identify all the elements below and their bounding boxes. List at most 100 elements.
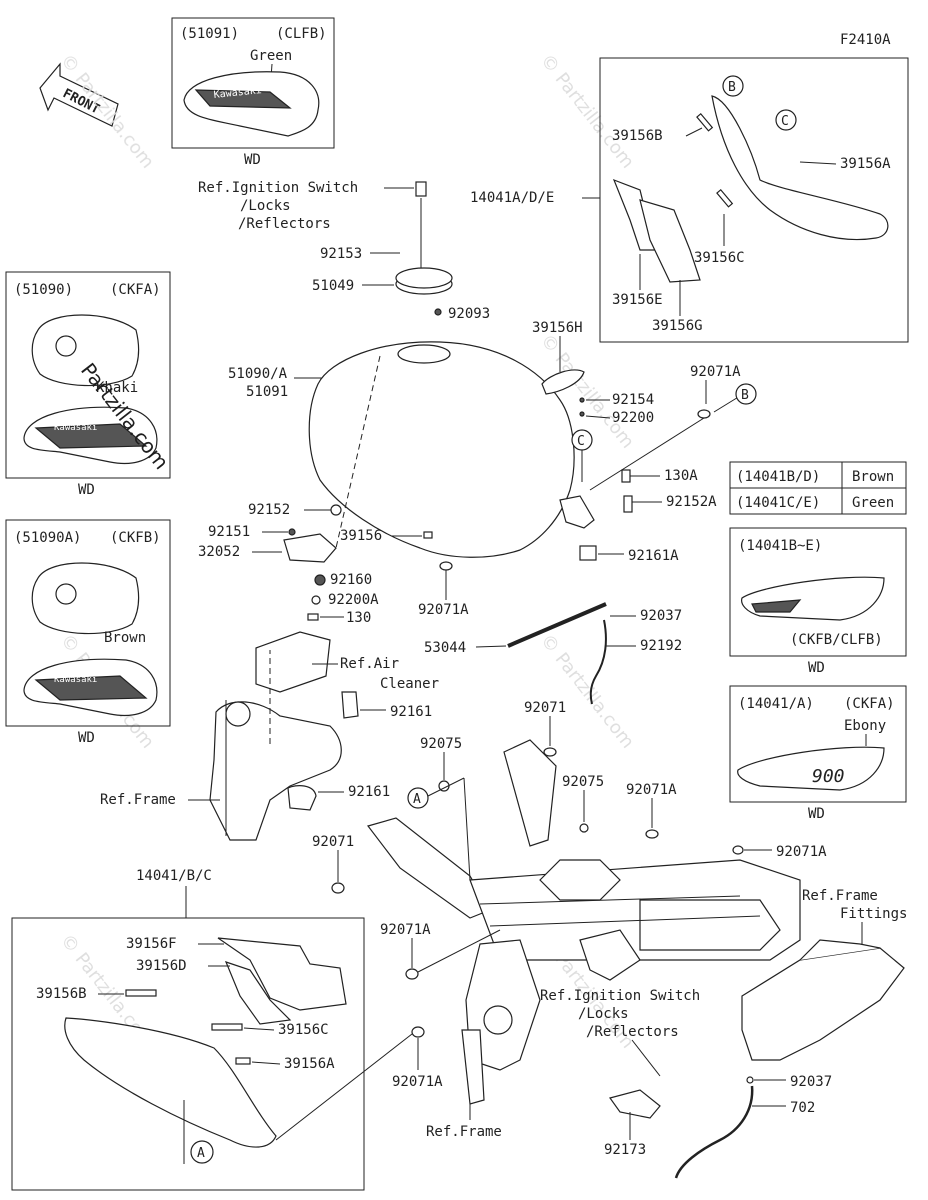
ref-frame-fittings-2: Fittings — [840, 906, 907, 922]
callout-a-label: A — [413, 792, 421, 807]
part-92152A: 92152A — [666, 494, 717, 510]
inset-cover-part-4: 39156E — [612, 292, 663, 308]
callout-b — [735, 383, 757, 405]
part-39156H: 39156H — [532, 320, 583, 336]
ref-ignition-b3: /Reflectors — [586, 1024, 679, 1040]
color-table-color-2: Green — [852, 495, 894, 511]
color-table: (14041B/D) Brown (14041C/E) Green — [729, 461, 907, 515]
watermark-2: © Partzilla.com — [536, 50, 638, 172]
inset-14041A-color: Ebony — [844, 718, 886, 734]
part-92161-bot: 92161 — [348, 784, 390, 800]
rubber-92161-icon — [287, 785, 317, 811]
inset-51091: (51091) (CLFB) Green Kawasaki WD — [171, 17, 335, 168]
inset-cover-ref: 14041A/D/E — [470, 190, 554, 206]
callout-c-label: C — [577, 434, 585, 449]
diagram-code: F2410A — [840, 32, 891, 48]
part-92037-bot: 92037 — [790, 1074, 832, 1090]
callout-b-inset — [722, 75, 744, 97]
screw-icon — [415, 181, 427, 197]
tank-brown-top-icon — [31, 562, 140, 635]
tank-bracket-icon — [559, 495, 595, 529]
ref-frame-fittings-1: Ref.Frame — [802, 888, 878, 904]
side-cover-icon — [711, 95, 889, 241]
tank-khaki-top-icon — [31, 314, 140, 387]
inset-14041B-E-note: WD — [808, 660, 825, 676]
part-32052: 32052 — [198, 544, 240, 560]
inset-51090-color: Khaki — [96, 380, 138, 396]
inset-lower-part-1: 39156F — [126, 936, 177, 952]
inset-51091-color: Green — [250, 48, 292, 64]
color-table-code-1: (14041B/D) — [736, 469, 820, 485]
inset-51091-note: WD — [244, 152, 261, 168]
part-51091: 51091 — [246, 384, 288, 400]
callout-a — [407, 787, 429, 809]
inset-51090A-logo: Kawasaki — [54, 675, 97, 685]
inset-lower-part-3: 39156B — [36, 986, 87, 1002]
part-39156: 39156 — [340, 528, 382, 544]
part-92151: 92151 — [208, 524, 250, 540]
inset-51091-logo: Kawasaki — [213, 85, 262, 101]
part-130: 130 — [346, 610, 371, 626]
rear-fender-icon — [741, 947, 905, 1061]
damper-icon — [579, 545, 597, 561]
ref-air-1: Ref.Air — [340, 656, 399, 672]
air-cleaner-plate-icon — [255, 631, 331, 693]
inset-51090A-variant: (CKFB) — [110, 530, 161, 546]
ref-ignition-b1: Ref.Ignition Switch — [540, 988, 700, 1004]
ref-frame-label: Ref.Frame — [100, 792, 176, 808]
part-51090A: 51090/A — [228, 366, 288, 382]
part-51049: 51049 — [312, 278, 354, 294]
inset-51091-variant: (CLFB) — [276, 26, 327, 42]
bracket-32052-icon — [283, 533, 337, 563]
inset-lower-part-5: 39156A — [284, 1056, 335, 1072]
part-92152: 92152 — [248, 502, 290, 518]
inset-cover-part-2: 39156A — [840, 156, 891, 172]
color-table-color-1: Brown — [852, 469, 894, 485]
part-92173: 92173 — [604, 1142, 646, 1158]
part-92071A-lower1: 92071A — [380, 922, 431, 938]
inset-14041A-variant: (CKFA) — [844, 696, 895, 712]
inset-51091-code: (51091) — [180, 26, 239, 42]
part-92071A-right: 92071A — [776, 844, 827, 860]
ref-ignition-2: /Locks — [240, 198, 291, 214]
ref-ignition-b2: /Locks — [578, 1006, 629, 1022]
callout-b-label: B — [741, 388, 749, 403]
inset-51090: (51090) (CKFA) Khaki Kawasaki WD Partzil… — [5, 271, 174, 498]
inset-14041B-E: (14041B~E) (CKFB/CLFB) WD — [729, 527, 907, 676]
ref-air-2: Cleaner — [380, 676, 439, 692]
inset-cover-part-5: 39156G — [652, 318, 703, 334]
inset-51090-logo: Kawasaki — [54, 423, 97, 433]
reflector-bracket-icon — [609, 1089, 661, 1119]
inset-14041B-E-code: (14041B~E) — [738, 538, 822, 554]
ref-ignition-1: Ref.Ignition Switch — [198, 180, 358, 196]
inset-cover-part-1: 39156B — [612, 128, 663, 144]
sticker-39156H — [541, 369, 585, 395]
side-cover-ebony-icon — [737, 746, 885, 791]
lower-side-cover-icon — [64, 1017, 277, 1148]
part-92075-a: 92075 — [420, 736, 462, 752]
part-92153: 92153 — [320, 246, 362, 262]
inset-lower-cover: 14041/B/C 39156F 39156D 39156B 39156C 39… — [11, 868, 365, 1191]
inset-lower-part-2: 39156D — [136, 958, 187, 974]
inset-lower-ref: 14041/B/C — [136, 868, 212, 884]
inset-51090A-code: (51090A) — [14, 530, 81, 546]
callout-c-inset — [775, 109, 797, 131]
part-92192: 92192 — [640, 638, 682, 654]
inset-cover-part-3: 39156C — [694, 250, 745, 266]
part-92200A: 92200A — [328, 592, 379, 608]
part-53044: 53044 — [424, 640, 466, 656]
watermark-4: © Partzilla.com — [536, 630, 638, 752]
part-92071A-mid: 92071A — [418, 602, 469, 618]
inset-14041A-code: (14041/A) — [738, 696, 814, 712]
part-92161-top: 92161 — [390, 704, 432, 720]
ref-frame-bottom: Ref.Frame — [426, 1124, 502, 1140]
side-cover-brown-icon — [741, 576, 885, 621]
part-92037-top: 92037 — [640, 608, 682, 624]
part-92200: 92200 — [612, 410, 654, 426]
inset-14041A: (14041/A) (CKFA) Ebony 900 WD — [729, 685, 907, 822]
part-92071A-c: 92071A — [626, 782, 677, 798]
inset-14041B-E-variant: (CKFB/CLFB) — [790, 632, 883, 648]
inset-14041A-note: WD — [808, 806, 825, 822]
callout-a-lower-label: A — [197, 1146, 205, 1161]
